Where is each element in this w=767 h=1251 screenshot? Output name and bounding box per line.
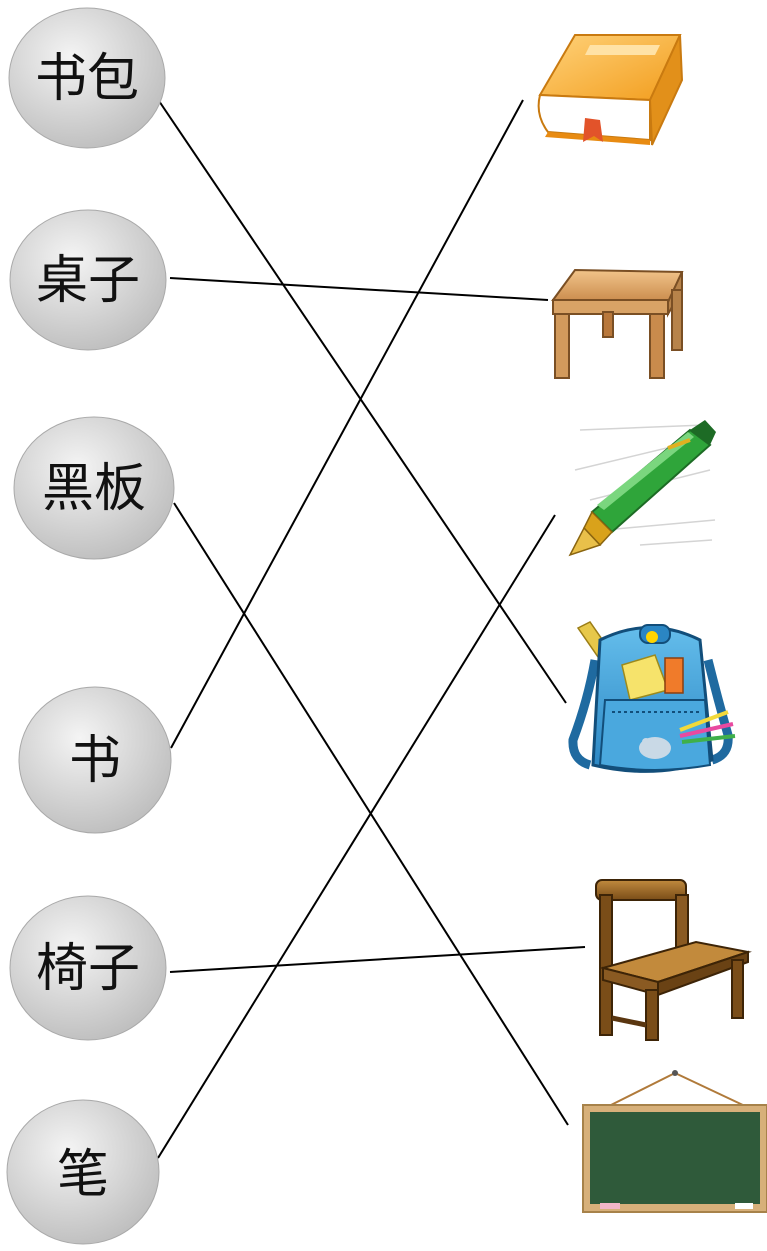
word-oval-shu[interactable]: 书 <box>18 686 172 834</box>
match-line-shubao-backpack <box>156 97 567 704</box>
word-label: 书 <box>69 731 121 791</box>
word-oval-yizi[interactable]: 椅子 <box>9 895 167 1041</box>
picture-blackboard[interactable] <box>582 1070 767 1213</box>
word-oval-bi[interactable]: 笔 <box>6 1099 160 1245</box>
match-line-bi-pen <box>157 514 556 1159</box>
word-label: 椅子 <box>36 939 140 999</box>
match-line-shu-book <box>170 99 524 749</box>
word-label: 黑板 <box>42 459 146 519</box>
match-lines <box>156 97 586 1159</box>
picture-backpack[interactable] <box>568 621 736 773</box>
backpack-icon <box>568 621 736 773</box>
picture-book[interactable] <box>537 34 684 146</box>
picture-pen[interactable] <box>568 420 716 557</box>
picture-table[interactable] <box>551 268 684 379</box>
word-oval-heiban[interactable]: 黑板 <box>13 416 175 560</box>
word-oval-zhuozi[interactable]: 桌子 <box>9 209 167 351</box>
fountain-pen-icon <box>568 420 716 557</box>
chair-icon <box>595 879 752 1041</box>
match-line-zhuozi-table <box>169 277 549 301</box>
word-label: 书包 <box>35 49 139 109</box>
blackboard-icon <box>582 1070 767 1213</box>
match-line-yizi-chair <box>169 946 586 973</box>
table-icon <box>551 268 684 379</box>
book-icon <box>537 34 684 146</box>
word-label: 笔 <box>57 1145 109 1205</box>
word-oval-shubao[interactable]: 书包 <box>8 7 166 149</box>
word-label: 桌子 <box>36 251 140 311</box>
picture-chair[interactable] <box>595 879 752 1041</box>
